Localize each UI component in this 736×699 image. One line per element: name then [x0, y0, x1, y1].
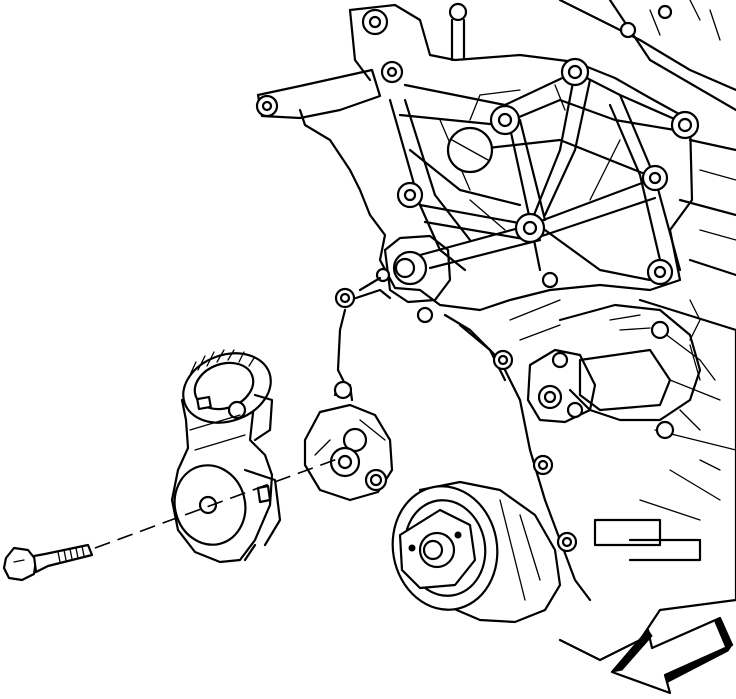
engine-block-icon	[558, 0, 736, 662]
mount-boss-icon	[303, 380, 394, 502]
tensioner-icon	[170, 349, 282, 564]
front-arrow-icon	[610, 616, 734, 695]
bracket-icon	[255, 2, 700, 324]
water-pump-icon	[526, 303, 702, 440]
installation-centerline	[94, 457, 341, 549]
bolt-icon	[2, 543, 94, 582]
front-cover-icon	[334, 287, 592, 602]
pulley-icon	[391, 480, 562, 624]
